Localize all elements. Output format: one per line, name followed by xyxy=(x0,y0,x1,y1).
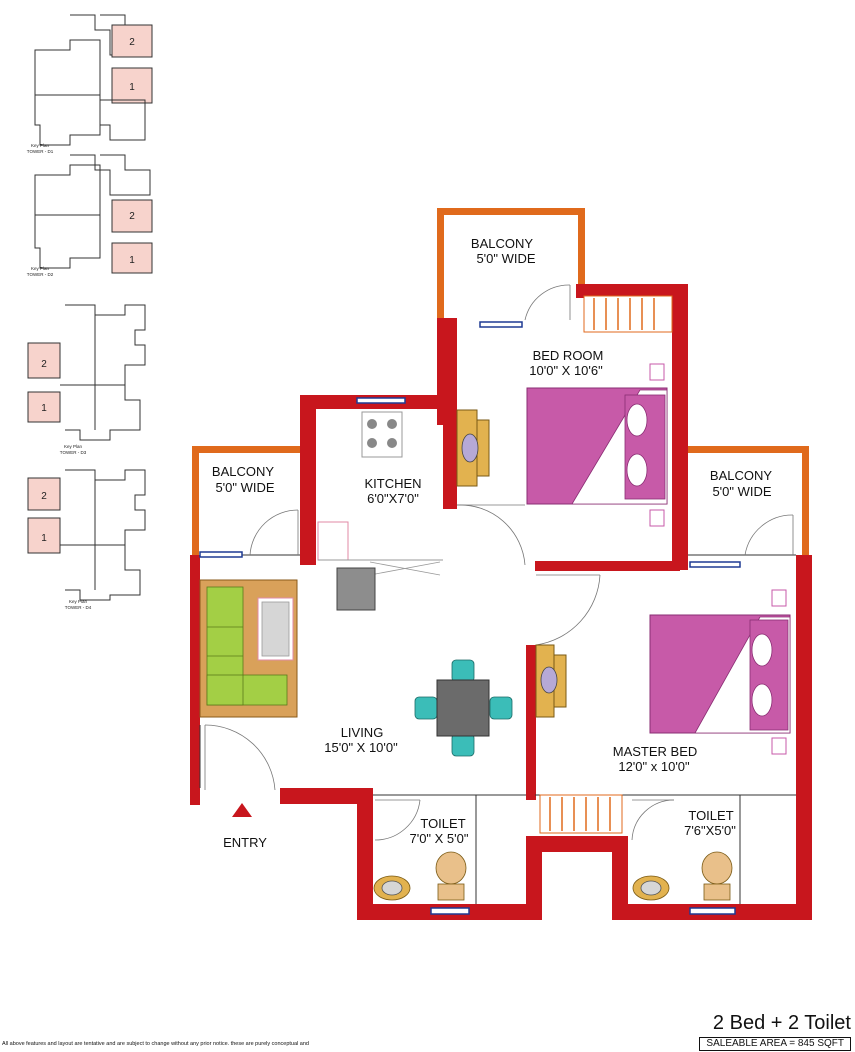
key-plan-d1-unit-2: 2 xyxy=(129,37,135,48)
key-plan-d4-tower: TOWER - D4 xyxy=(65,605,92,610)
key-plan-d1-unit-1: 1 xyxy=(129,82,135,93)
entry-arrow-icon xyxy=(232,803,252,817)
wardrobe-bedroom xyxy=(583,295,673,333)
key-plan-d3-caption: Key Plan xyxy=(64,444,83,449)
toilet-1-size: 7'0" X 5'0" xyxy=(409,831,468,846)
balcony-left-name: BALCONY xyxy=(212,464,274,479)
bed-room-size: 10'0" X 10'6" xyxy=(529,363,603,378)
disclaimer-text: All above features and layout are tentat… xyxy=(2,1041,309,1047)
kitchen-counter xyxy=(317,411,443,576)
entry-label: ENTRY xyxy=(223,835,267,850)
wardrobe-master xyxy=(539,794,623,834)
bed-bedroom xyxy=(526,363,668,527)
windows xyxy=(199,321,741,915)
toilet-2-fixtures xyxy=(632,851,733,901)
bed-room-name: BED ROOM xyxy=(533,348,604,363)
key-plan-d3-unit-2: 2 xyxy=(41,359,47,370)
key-plan-d4-unit-1: 1 xyxy=(41,533,47,544)
toilet-2-name: TOILET xyxy=(688,808,733,823)
kitchen-name: KITCHEN xyxy=(364,476,421,491)
balcony-walls xyxy=(192,208,809,556)
key-plan-d4-unit-2: 2 xyxy=(41,491,47,502)
key-plan-d1-tower: TOWER - D1 xyxy=(27,149,54,154)
balcony-right-name: BALCONY xyxy=(710,468,772,483)
balcony-top-name: BALCONY xyxy=(471,236,533,251)
unit-type-title: 2 Bed + 2 Toilet xyxy=(712,1012,851,1034)
key-plan-d4: 2 1 Key Plan TOWER - D4 xyxy=(27,469,146,610)
key-plan-d2: 2 1 Key Plan TOWER - D2 xyxy=(27,154,153,277)
key-plan-d2-caption: Key Plan xyxy=(31,266,50,271)
saleable-area-box: SALEABLE AREA = 845 SQFT xyxy=(699,1037,851,1051)
kitchen-size: 6'0"X7'0" xyxy=(367,491,419,506)
key-plan-d1: 2 1 Key Plan TOWER - D1 xyxy=(27,14,153,154)
master-bed-size: 12'0" x 10'0" xyxy=(618,759,690,774)
bed-master xyxy=(649,589,791,755)
key-plan-d1-caption: Key Plan xyxy=(31,143,50,148)
balcony-left-size: 5'0" WIDE xyxy=(215,480,274,495)
key-plan-d2-unit-2: 2 xyxy=(129,211,135,222)
key-plan-d3-unit-1: 1 xyxy=(41,403,47,414)
key-plan-d2-unit-1: 1 xyxy=(129,255,135,266)
key-plan-d3-tower: TOWER - D3 xyxy=(60,450,87,455)
balcony-right-size: 5'0" WIDE xyxy=(712,484,771,499)
sofa xyxy=(199,579,298,718)
master-bed-name: MASTER BED xyxy=(613,744,698,759)
door-swings xyxy=(204,284,794,841)
key-plan-d2-tower: TOWER - D2 xyxy=(27,272,54,277)
balcony-top-size: 5'0" WIDE xyxy=(476,251,535,266)
living-size: 15'0" X 10'0" xyxy=(324,740,398,755)
key-plan-d3: 2 1 Key Plan TOWER - D3 xyxy=(27,304,146,455)
dining-table xyxy=(414,659,513,757)
toilet-1-fixtures xyxy=(373,851,467,901)
toilet-2-size: 7'6"X5'0" xyxy=(684,823,736,838)
tv-unit-master xyxy=(535,644,567,718)
tv-unit-bedroom xyxy=(456,409,490,487)
toilet-1-name: TOILET xyxy=(420,816,465,831)
living-name: LIVING xyxy=(341,725,384,740)
key-plan-d4-caption: Key Plan xyxy=(69,599,88,604)
refrigerator xyxy=(336,567,376,611)
